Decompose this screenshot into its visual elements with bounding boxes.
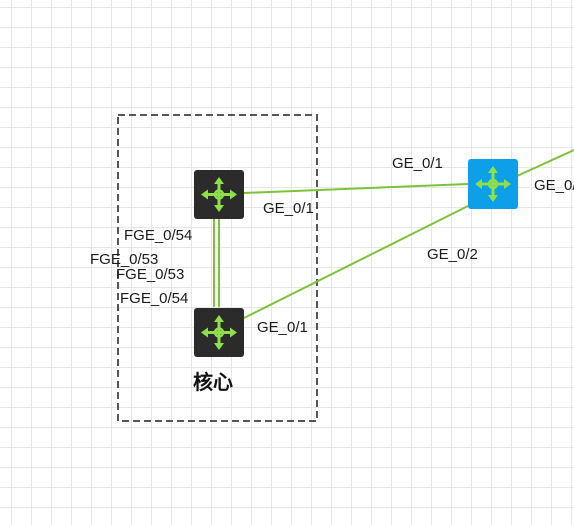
link-core2-uplink[interactable] [243, 203, 473, 319]
link-uplink-offscreen[interactable] [516, 149, 574, 177]
device-core-switch-2[interactable] [194, 308, 244, 357]
port-label-core2-ge01: GE_0/1 [257, 319, 308, 336]
links [213, 149, 574, 319]
arrows-icon [201, 177, 237, 212]
link-core1-uplink[interactable] [243, 183, 469, 194]
port-label-core2-fge54: FGE_0/54 [120, 290, 188, 307]
port-label-core1-fge54: FGE_0/54 [124, 227, 192, 244]
core-group-box [117, 114, 318, 422]
port-label-uplink-ge03: GE_0/3 [534, 177, 574, 194]
port-label-uplink-ge01: GE_0/1 [392, 155, 443, 172]
port-label-core2-fge53: FGE_0/53 [116, 266, 184, 283]
group-title: 核心 [193, 370, 233, 394]
device-uplink-router[interactable] [468, 159, 518, 209]
port-label-core1-fge53: FGE_0/53 [90, 251, 158, 268]
port-label-core1-ge01: GE_0/1 [263, 200, 314, 217]
device-core-switch-1[interactable] [194, 170, 244, 219]
port-label-uplink-ge02: GE_0/2 [427, 246, 478, 263]
arrows-icon [201, 315, 237, 350]
arrows-icon [475, 166, 511, 202]
